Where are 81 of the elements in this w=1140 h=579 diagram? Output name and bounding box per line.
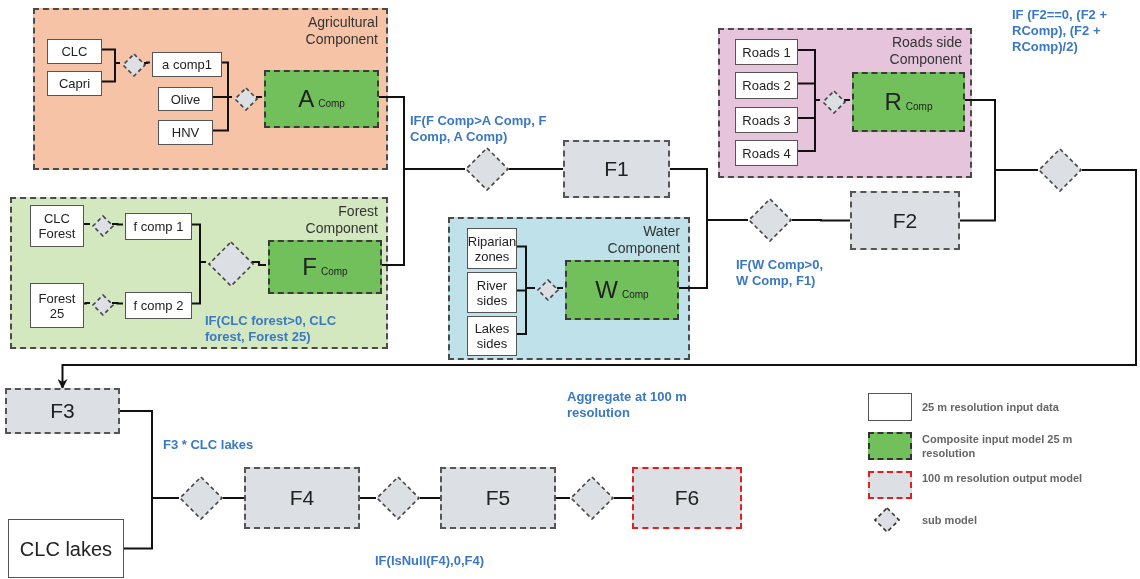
model-box: F5: [440, 467, 556, 529]
input-data-box: Olive: [158, 87, 213, 111]
connector-line: [189, 261, 207, 305]
input-data-box: Lakes sides: [467, 316, 517, 356]
connector-line: [143, 61, 151, 64]
input-data-box: Capri: [47, 71, 102, 96]
connector-line: [843, 99, 851, 101]
sub-model-diamond: [208, 241, 254, 287]
connector-line: [123, 497, 180, 550]
sub-model-diamond: [822, 90, 846, 114]
sub-model-diamond: [537, 279, 559, 301]
connector-line: [791, 219, 851, 222]
connector-line: [379, 168, 466, 266]
connector-line: [81, 302, 91, 305]
connector-line: [556, 287, 564, 289]
connector-line: [99, 62, 121, 83]
legend-text: Composite input model 25 m resolution: [922, 432, 1074, 460]
component-panel: [33, 8, 388, 170]
input-data-box: CLC lakes: [8, 519, 124, 578]
panel-title: Agricultural Component: [304, 14, 378, 48]
connector-line: [210, 96, 233, 132]
input-data-box: a comp1: [152, 52, 222, 77]
connector-line: [795, 99, 821, 152]
input-data-box: Roads 4: [735, 140, 798, 166]
arrow: [57, 169, 1137, 389]
input-data-box: CLC Forest: [30, 205, 84, 247]
input-data-box: Roads 1: [735, 39, 798, 65]
formula-label: F3 * CLC lakes: [163, 437, 255, 453]
legend-text: sub model: [922, 513, 978, 527]
component-panel: [448, 217, 690, 360]
connector-line: [359, 497, 377, 499]
formula-label: IF(W Comp>0, W Comp, F1): [736, 257, 825, 289]
model-box: F1: [563, 140, 670, 198]
model-box: F3: [5, 388, 120, 434]
sub-model-diamond: [1038, 148, 1082, 192]
connector-line: [255, 96, 263, 98]
sub-model-diamond: [92, 215, 114, 237]
connector-line: [81, 223, 91, 225]
panel-title: Water Component: [606, 223, 680, 257]
input-data-box: HNV: [158, 120, 213, 145]
connector-line: [508, 168, 564, 170]
sub-model-diamond: [179, 476, 223, 520]
model-box: F4: [244, 467, 360, 529]
input-data-box: Roads 3: [735, 107, 798, 133]
input-data-box: f comp 2: [125, 292, 192, 319]
formula-label: IF(CLC forest>0, CLC forest, Forest 25): [205, 313, 338, 345]
connector-line: [514, 287, 536, 335]
sub-model-diamond: [92, 294, 114, 316]
input-data-box: Roads 2: [735, 72, 798, 99]
formula-label: IF(IsNull(F4),0,F4): [375, 553, 486, 569]
connector-line: [222, 497, 245, 499]
sub-model-diamond: [748, 198, 792, 242]
model-box: F2: [850, 191, 960, 250]
connector-line: [555, 497, 571, 499]
legend-text: 100 m resolution output model: [922, 471, 1084, 485]
panel-title: Roads side Component: [888, 34, 962, 68]
input-data-box: Forest 25: [30, 283, 84, 328]
input-data-box: CLC: [47, 39, 102, 64]
connector-line: [111, 223, 124, 226]
formula-label: IF (F2==0, (F2 + RComp), (F2 + RComp)/2): [1012, 7, 1108, 55]
connector-line: [111, 302, 124, 305]
connector-line: [676, 219, 749, 289]
formula-label: IF(F Comp>A Comp, F Comp, A Comp): [410, 113, 548, 145]
legend-text: 25 m resolution input data: [922, 400, 1060, 414]
connector-line: [613, 497, 633, 499]
output-model-box: F6: [632, 467, 742, 529]
component-panel: [718, 28, 972, 178]
input-data-box: River sides: [467, 272, 517, 313]
sub-model-diamond: [234, 87, 258, 111]
sub-model-diamond: [122, 53, 146, 77]
sub-model-diamond: [465, 147, 509, 191]
sub-model-diamond: [376, 476, 420, 520]
panel-title: Forest Component: [304, 203, 378, 237]
formula-label: Aggregate at 100 m resolution: [567, 389, 688, 421]
connector-line: [251, 261, 267, 266]
input-data-box: Riparian zones: [467, 228, 517, 269]
component-panel: [10, 197, 388, 349]
connector-line: [419, 497, 441, 499]
sub-model-diamond: [570, 476, 614, 520]
connector-line: [959, 169, 1039, 222]
input-data-box: f comp 1: [125, 213, 192, 240]
